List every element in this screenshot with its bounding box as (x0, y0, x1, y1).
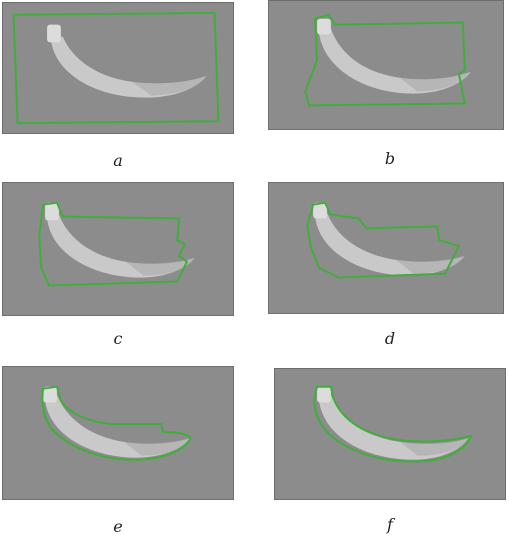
active-contour (38, 201, 189, 287)
banana-object (47, 24, 207, 98)
banana-object (43, 386, 191, 458)
active-contour (12, 11, 220, 125)
banana-object (317, 18, 471, 94)
active-contour (306, 201, 461, 279)
panel-e-image (41, 385, 193, 461)
panel-c-image (38, 201, 195, 287)
caption-b: b (384, 149, 396, 168)
caption-a: a (113, 151, 123, 170)
caption-c: c (113, 329, 123, 348)
panel-d (268, 182, 504, 314)
active-contour (313, 385, 473, 463)
panel-b-image (304, 13, 471, 107)
panel-d-image (306, 201, 465, 279)
panel-f-image (313, 385, 473, 463)
panel-a (2, 2, 234, 134)
panel-c (2, 182, 234, 316)
banana-object (313, 202, 465, 276)
caption-d: d (384, 329, 396, 348)
panel-b (268, 0, 504, 130)
caption-f: f (387, 515, 393, 534)
active-contour (304, 13, 466, 107)
panel-f (274, 368, 506, 500)
panel-e (2, 366, 234, 500)
banana-object (45, 202, 195, 278)
panel-a-image (12, 11, 220, 125)
banana-object (317, 386, 469, 460)
caption-e: e (113, 517, 123, 536)
active-contour (41, 385, 193, 461)
